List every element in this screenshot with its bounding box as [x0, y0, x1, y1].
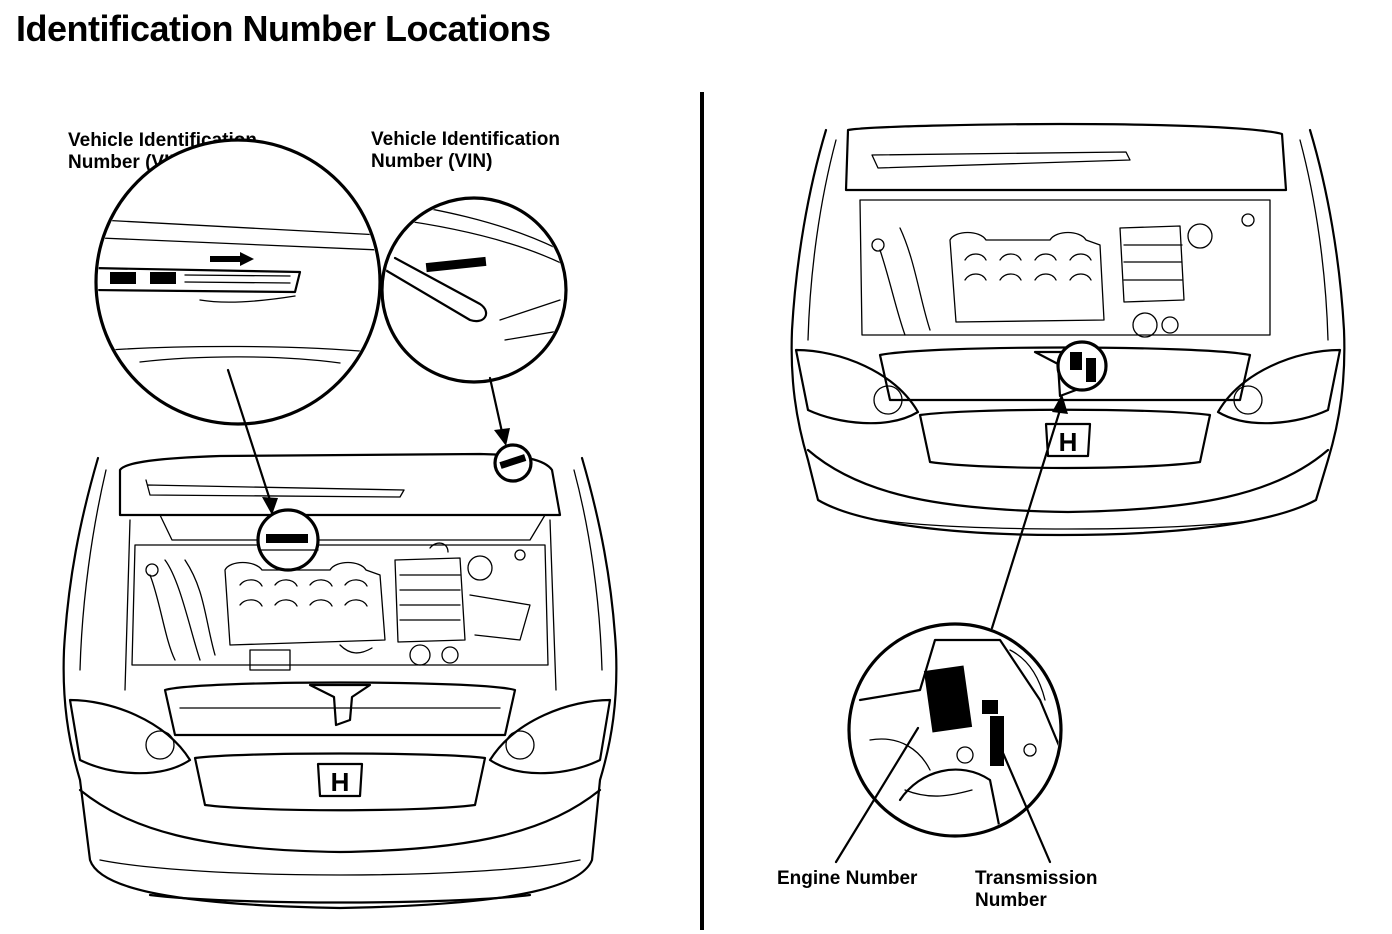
engine-leader-arrow — [990, 394, 1068, 630]
transmission-number-label: Transmission Number — [975, 868, 1098, 911]
vin-dash-detail-inset — [94, 138, 382, 426]
right-car-illustration: H — [790, 122, 1346, 537]
honda-emblem-left: H — [331, 767, 350, 797]
engine-number-label: Engine Number — [777, 868, 918, 889]
vin-hood-marker — [493, 443, 533, 483]
vin-hood-detail-inset — [380, 196, 568, 384]
honda-emblem-right: H — [1059, 427, 1078, 457]
vin-leader-arrows — [226, 368, 510, 515]
engine-transmission-marker — [1056, 340, 1108, 392]
vin-dash-marker — [256, 508, 320, 572]
engine-transmission-detail-inset — [847, 622, 1063, 838]
left-car-illustration: H — [62, 452, 618, 910]
page-title: Identification Number Locations — [16, 8, 551, 49]
label-leader-lines — [834, 726, 1052, 864]
vin-hood-label: Vehicle Identification Number (VIN) — [371, 129, 560, 172]
